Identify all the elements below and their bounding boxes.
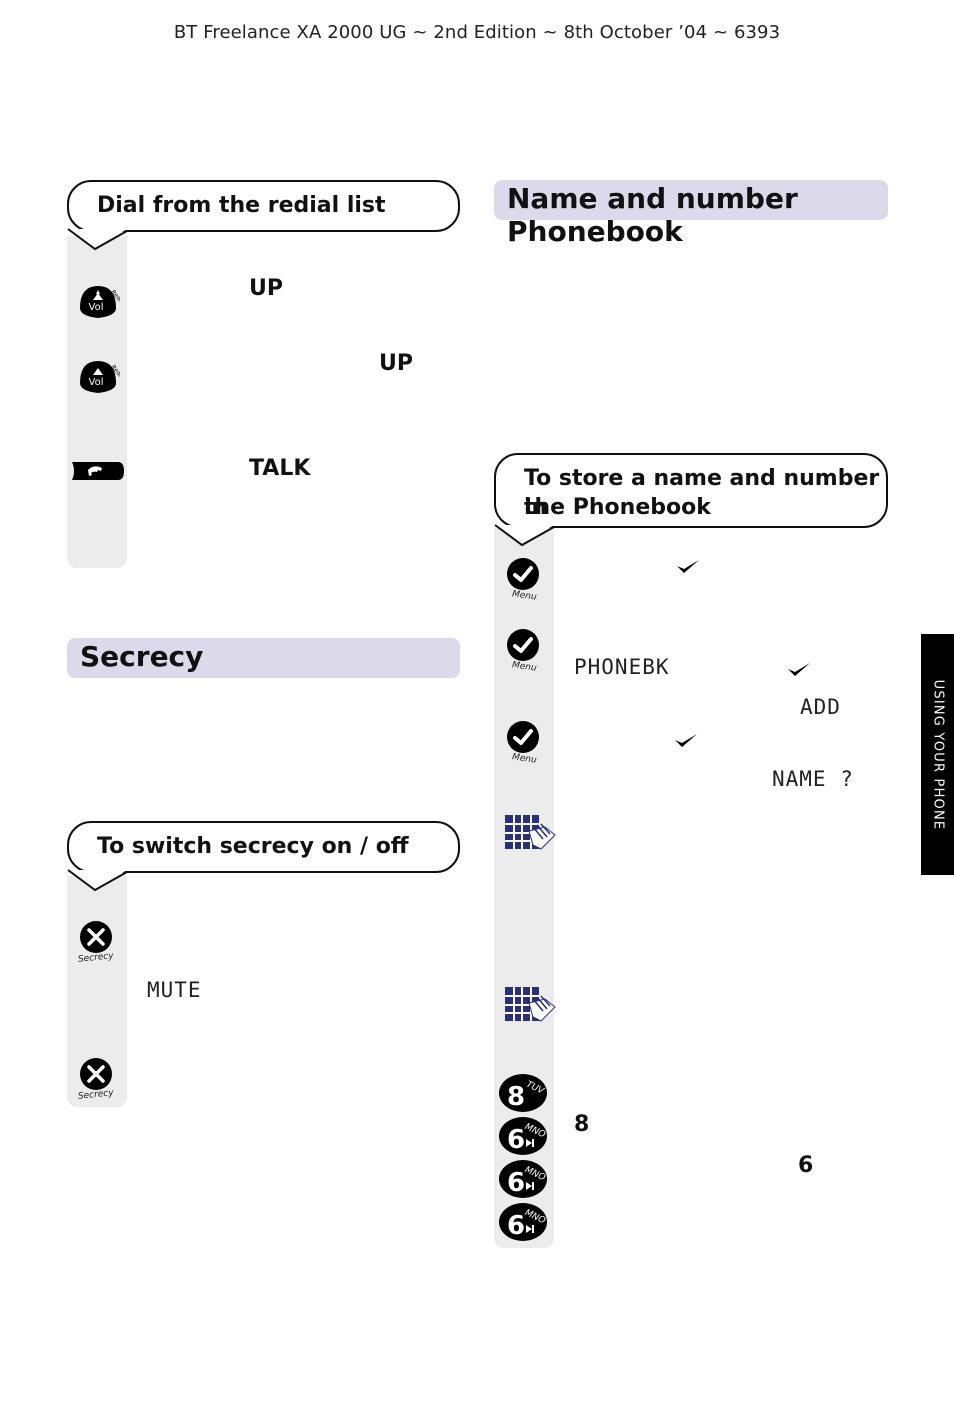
secrecy-title: Secrecy [80, 640, 204, 673]
key-6-mno-icon: 6 MNO [498, 1115, 550, 1157]
svg-text:Secrecy: Secrecy [78, 951, 115, 964]
svg-text:6: 6 [507, 1168, 525, 1198]
key-6-mno-icon-2: 6 MNO [498, 1158, 550, 1200]
step-up-label-2: UP [379, 351, 413, 376]
key-8-tuv-icon: 8 TUV [498, 1072, 550, 1114]
svg-text:8: 8 [507, 1082, 525, 1112]
secrecy-box-title: To switch secrecy on / off [97, 834, 409, 859]
check-mark-icon-2 [786, 660, 812, 678]
step-talk-label: TALK [249, 456, 311, 481]
svg-text:6: 6 [507, 1125, 525, 1155]
side-tab-label: USING YOUR PHONE [930, 679, 945, 830]
store-box-header: To store a name and number in the Phoneb… [494, 453, 888, 528]
keypad-press-icon-2 [503, 985, 557, 1025]
lcd-phonebk-text: PHONEBK [574, 655, 670, 679]
svg-text:Redial: Redial [109, 289, 120, 308]
menu-check-icon: Menu [503, 558, 545, 602]
phonebook-title: Name and number Phonebook [507, 182, 798, 248]
lcd-mute-text: MUTE [147, 978, 202, 1002]
store-box-tail [494, 524, 555, 547]
lcd-name-prompt: NAME ? [772, 767, 854, 791]
secrecy-box-header: To switch secrecy on / off [67, 821, 460, 873]
secrecy-section-bar: Secrecy [67, 638, 460, 678]
store-box-title-line1: To store a name and number in [524, 466, 880, 520]
svg-text:Menu: Menu [511, 589, 537, 602]
vol-redial-up-icon-2: Vol Redial [76, 353, 120, 397]
step-up-label-1: UP [249, 276, 283, 301]
phonebook-section-bar: Name and number Phonebook [494, 180, 888, 248]
svg-text:Menu: Menu [511, 660, 537, 673]
svg-text:Vol: Vol [89, 302, 104, 313]
talk-phone-icon [70, 458, 126, 484]
step-key-6-label: 6 [798, 1153, 814, 1178]
check-mark-icon [675, 557, 701, 575]
svg-text:Secrecy: Secrecy [78, 1088, 115, 1101]
redial-box-title: Dial from the redial list [97, 193, 386, 218]
secrecy-x-icon-2: Secrecy [74, 1057, 120, 1101]
secrecy-x-icon: Secrecy [74, 920, 120, 964]
redial-box-tail [67, 228, 128, 251]
check-mark-icon-3 [673, 731, 699, 749]
svg-text:Menu: Menu [511, 752, 537, 765]
menu-check-icon-2: Menu [503, 629, 545, 673]
side-section-tab: USING YOUR PHONE [921, 634, 954, 875]
svg-text:6: 6 [507, 1211, 525, 1241]
key-6-mno-icon-3: 6 MNO [498, 1201, 550, 1243]
redial-box-header: Dial from the redial list [67, 180, 460, 232]
secrecy-box-tail [67, 869, 128, 892]
keypad-press-icon [503, 813, 557, 853]
lcd-add-text: ADD [800, 695, 841, 719]
svg-text:Redial: Redial [109, 364, 120, 383]
step-key-8-label: 8 [574, 1112, 590, 1137]
vol-redial-up-icon: Vol Redial [76, 278, 120, 322]
page-header: BT Freelance XA 2000 UG ~ 2nd Edition ~ … [173, 22, 781, 43]
svg-text:Vol: Vol [89, 377, 104, 388]
store-box-title-line2: the Phonebook [524, 495, 711, 520]
menu-check-icon-3: Menu [503, 721, 545, 765]
